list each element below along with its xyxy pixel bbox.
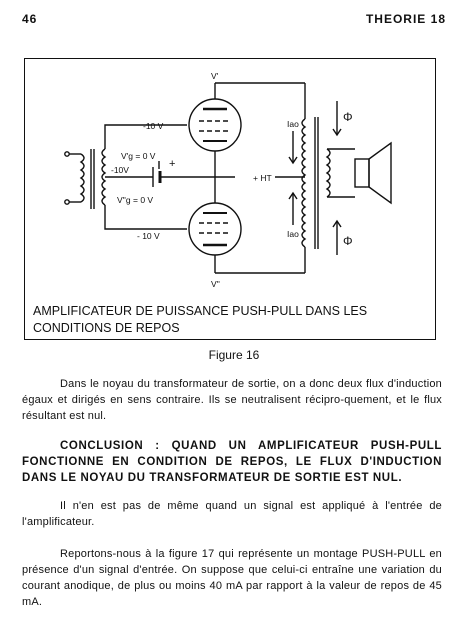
page-number: 46 [22,12,38,26]
label-bias-source: -10V [111,165,129,175]
label-tube-top: V' [211,71,219,81]
label-iao-bottom: Iao [287,229,299,239]
paragraph-2: Il n'en est pas de même quand un signal … [22,500,442,528]
label-iao-top: Iao [287,119,299,129]
figure-box: V' -10 V V'g = 0 V -10V + V''g = 0 V - 1… [24,58,436,340]
tube-v1 [188,98,242,152]
input-primary-coil [79,153,85,203]
conclusion-paragraph: CONCLUSION : QUAND UN AMPLIFICATEUR PUSH… [22,440,442,484]
label-phi-bottom: Φ [343,234,353,248]
label-phi-top: Φ [343,110,353,124]
label-grid-top: V'g = 0 V [121,151,156,161]
figure-caption: AMPLIFICATEUR DE PUISSANCE PUSH-PULL DAN… [33,303,429,337]
label-grid-bottom: V''g = 0 V [117,195,153,205]
paragraph-3: Reportons-nous à la figure 17 qui représ… [22,548,442,608]
caption-line-2: CONDITIONS DE REPOS [33,321,180,335]
caption-line-1: AMPLIFICATEUR DE PUISSANCE PUSH-PULL DAN… [33,304,368,318]
label-bias-top: -10 V [143,121,164,131]
label-plus: + [169,158,175,170]
label-bias-bottom: - 10 V [137,231,160,241]
input-secondary-coil [101,148,107,206]
label-ht: + HT [253,173,272,183]
chapter-title: THEORIE 18 [365,12,446,26]
tube-v2 [188,202,242,256]
output-primary-coil [301,118,307,248]
page-header: 46 THEORIE 18 [22,12,446,28]
push-pull-schematic: V' -10 V V'g = 0 V -10V + V''g = 0 V - 1… [64,71,392,289]
label-tube-bottom: V'' [211,279,220,289]
paragraph-1: Dans le noyau du transformateur de sorti… [22,378,442,422]
figure-label: Figure 16 [208,348,260,362]
speaker-icon [354,158,370,188]
